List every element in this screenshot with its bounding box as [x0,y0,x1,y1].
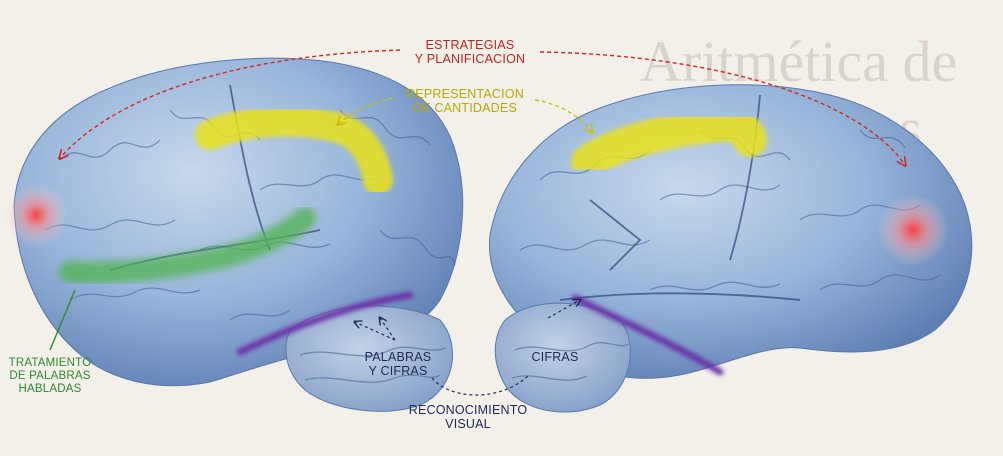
label-visual-recognition: RECONOCIMIENTO VISUAL [398,403,538,431]
label-words-digits: PALABRAS Y CIFRAS [358,350,438,378]
label-spoken-words-line1: TRATAMIENTO [2,357,98,370]
region-strategy-right [877,194,949,266]
label-spoken-words-line3: HABLADAS [2,383,98,396]
label-quantities-line1: REPRESENTACION [395,87,535,101]
label-strategy-line2: Y PLANIFICACION [405,52,535,66]
region-strategy-left [4,183,68,247]
label-words-digits-line2: Y CIFRAS [358,364,438,378]
label-strategy: ESTRATEGIAS Y PLANIFICACION [405,38,535,66]
label-quantities: REPRESENTACION DE CANTIDADES [395,87,535,115]
label-strategy-line1: ESTRATEGIAS [405,38,535,52]
label-quantities-line2: DE CANTIDADES [395,101,535,115]
label-digits: CIFRAS [525,350,585,364]
label-visual-recognition-line1: RECONOCIMIENTO [398,403,538,417]
label-digits-text: CIFRAS [525,350,585,364]
label-words-digits-line1: PALABRAS [358,350,438,364]
label-spoken-words: TRATAMIENTO DE PALABRAS HABLADAS [2,357,98,396]
label-spoken-words-line2: DE PALABRAS [2,370,98,383]
label-visual-recognition-line2: VISUAL [398,417,538,431]
